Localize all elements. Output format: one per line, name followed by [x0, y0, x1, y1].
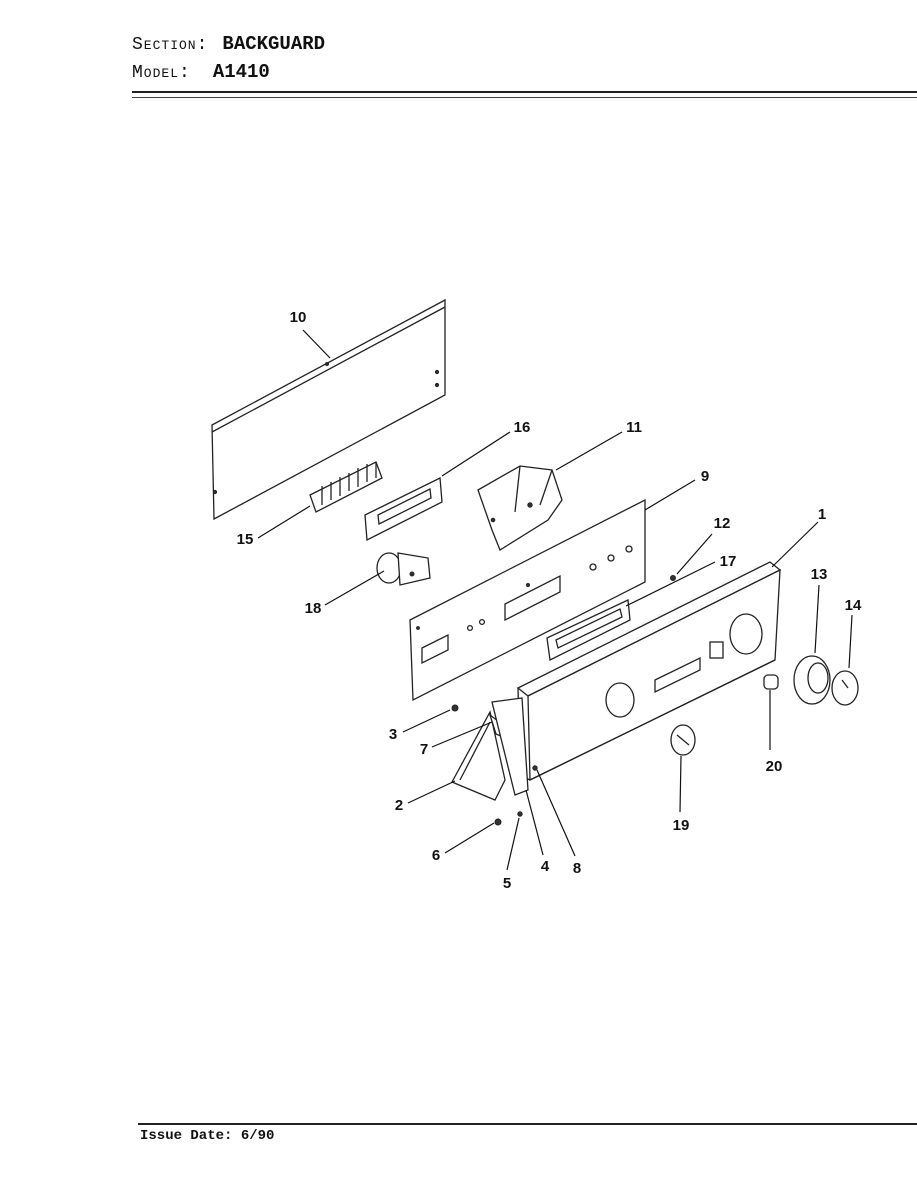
callout-19: 19 [673, 817, 690, 834]
callout-15: 15 [237, 531, 254, 548]
section-header: Section: BACKGUARD Model: A1410 [132, 30, 325, 86]
callout-3: 3 [389, 726, 397, 743]
part-9-control-panel-plate [409, 498, 646, 702]
callout-11: 11 [626, 419, 642, 436]
callout-14: 14 [845, 597, 862, 614]
part-16-bracket-plate [364, 476, 443, 542]
model-value: A1410 [212, 61, 270, 83]
part-20-button [763, 674, 779, 690]
callout-16: 16 [514, 419, 531, 436]
callout-4: 4 [541, 858, 550, 875]
part-14-knob [831, 670, 859, 706]
leader-4 [525, 789, 544, 856]
part-6-screw [494, 818, 502, 826]
callout-7: 7 [420, 741, 428, 758]
leader-9 [644, 479, 696, 511]
leader-11 [555, 431, 623, 471]
model-row: Model: A1410 [132, 58, 325, 86]
callout-1: 1 [818, 506, 826, 523]
header-rule-thin [132, 97, 917, 98]
part-1-console [516, 561, 782, 782]
part-17-lens [546, 599, 631, 661]
leader-16 [441, 431, 511, 477]
section-label: Section: [132, 35, 209, 55]
issue-date: Issue Date: 6/90 [140, 1128, 275, 1144]
callout-labels: 10 16 11 9 15 18 12 17 1 13 14 3 7 2 6 5… [237, 309, 862, 892]
leader-12 [676, 533, 713, 575]
leader-8 [536, 769, 576, 857]
leader-15 [257, 505, 311, 539]
header-rule [132, 91, 917, 93]
leader-19 [679, 755, 682, 813]
callout-6: 6 [432, 847, 440, 864]
leader-6 [444, 822, 495, 854]
leader-14 [848, 614, 853, 669]
callout-17: 17 [720, 553, 737, 570]
leader-3 [402, 709, 451, 733]
section-row: Section: BACKGUARD [132, 30, 325, 58]
leader-13 [814, 584, 820, 654]
part-10-rear-panel [211, 298, 446, 521]
part-13-knob-skirt [793, 655, 831, 705]
callout-13: 13 [811, 566, 828, 583]
leader-7 [431, 721, 493, 748]
footer-rule [138, 1123, 917, 1125]
callout-10: 10 [290, 309, 307, 326]
part-5-screw [517, 811, 523, 817]
section-value: BACKGUARD [222, 33, 326, 55]
part-18-timer [376, 552, 431, 586]
leader-lines [257, 329, 853, 871]
leader-5 [506, 817, 520, 871]
part-4-trim-strip [491, 697, 529, 796]
part-8-screw [532, 765, 538, 771]
leader-17 [625, 561, 716, 607]
part-15-terminal-block [309, 461, 383, 513]
leader-2 [407, 780, 456, 804]
callout-9: 9 [701, 468, 709, 485]
leader-18 [324, 570, 385, 606]
part-11-mounting-bracket [477, 465, 563, 551]
part-19-selector-knob [670, 724, 696, 756]
callout-18: 18 [305, 600, 322, 617]
part-2-end-cap [451, 710, 506, 801]
callout-20: 20 [766, 758, 783, 775]
leader-1 [771, 521, 819, 568]
model-label: Model: [132, 63, 191, 83]
part-3-screw [451, 704, 459, 712]
callout-5: 5 [503, 875, 511, 892]
callout-12: 12 [714, 515, 731, 532]
leader-10 [302, 329, 331, 359]
part-12-screw [670, 575, 676, 581]
callout-8: 8 [573, 860, 581, 877]
callout-2: 2 [395, 797, 403, 814]
